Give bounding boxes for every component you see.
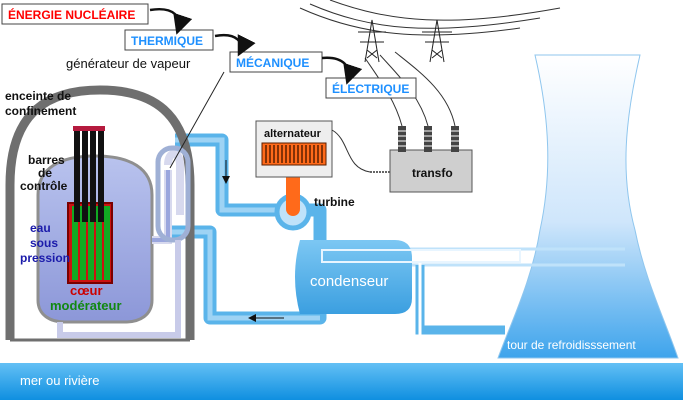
steam-generator-pointer — [169, 71, 225, 169]
steam-generator-label: générateur de vapeur — [66, 56, 191, 71]
alternator-label: alternateur — [264, 128, 322, 140]
power-lines — [299, 0, 561, 127]
alternator-shaft — [286, 168, 300, 216]
river-label: mer ou rivière — [20, 373, 99, 388]
energy-chain-arrows — [149, 7, 363, 85]
moderator-label: modérateur — [50, 298, 122, 313]
water-label-1: eau — [30, 221, 51, 235]
energy-nuclear-label: ÉNERGIE NUCLÉAIRE — [8, 7, 135, 22]
energy-mechanical-label: MÉCANIQUE — [236, 55, 309, 70]
moderator-rods — [72, 206, 110, 280]
control-rods — [74, 130, 104, 222]
control-rods-label-1: barres — [28, 153, 65, 167]
containment-label-line1: enceinte de — [5, 89, 71, 103]
river — [0, 363, 683, 400]
energy-thermal-label: THERMIQUE — [131, 34, 203, 48]
containment-label-line2: confinement — [5, 104, 76, 118]
cooling-tower-label: tour de refroidisssement — [507, 338, 636, 352]
transformer — [389, 126, 473, 193]
control-rods-label-3: contrôle — [20, 179, 68, 193]
pylon-2 — [422, 19, 452, 63]
water-label-2: sous — [30, 236, 58, 250]
alternator-cable — [331, 129, 371, 173]
alternator-rotor — [261, 142, 327, 166]
energy-thermal-box — [124, 29, 214, 51]
cooling-tower — [497, 54, 679, 359]
condenser-label: condenseur — [310, 273, 388, 290]
condenser — [295, 240, 412, 314]
water-label-3: pression — [20, 251, 70, 265]
turbine-label: turbine — [314, 195, 355, 209]
energy-nuclear-box — [1, 3, 149, 25]
energy-electrical-label: ÉLECTRIQUE — [332, 81, 409, 96]
transformer-label: transfo — [412, 166, 453, 180]
core-label: cœur — [70, 283, 103, 298]
steam-generator — [155, 145, 191, 243]
energy-mechanical-box — [229, 51, 323, 73]
pylon-1 — [358, 19, 386, 63]
control-rods-label-2: de — [38, 166, 52, 180]
containment-building — [5, 85, 195, 340]
